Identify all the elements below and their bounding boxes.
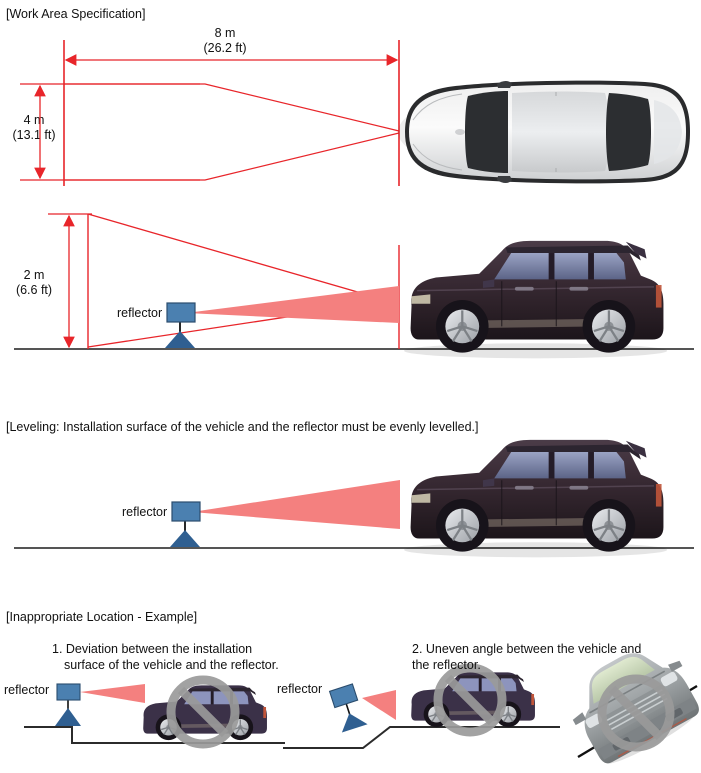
topview-coverage-upper-edge <box>64 83 400 132</box>
example2-text-line1: 2. Uneven angle between the vehicle and <box>412 642 642 656</box>
example2-reflector-beam <box>362 690 396 720</box>
example1-stepped-ground-line <box>24 726 285 744</box>
sideview-reflector-beam <box>186 286 399 323</box>
sideview-height-label-feet: (6.6 ft) <box>15 283 53 297</box>
example1-reflector-label: reflector <box>4 683 50 697</box>
topview-height-label-feet: (13.1 ft) <box>12 128 56 142</box>
section-title-work-area: [Work Area Specification] <box>6 7 146 21</box>
suv-side-view-section2 <box>404 240 668 359</box>
reflector-base <box>341 713 368 733</box>
reflector-panel <box>56 683 81 701</box>
sideview-coverage-upper-line <box>87 213 400 305</box>
example2-text-line2: the reflector. <box>412 658 481 672</box>
reflector-device-sideview <box>165 302 196 348</box>
prohibition-icon-example2 <box>433 663 507 737</box>
reflector-base <box>165 331 195 348</box>
topview-width-label-feet: (26.2 ft) <box>203 41 247 55</box>
suv-side-view-section3 <box>404 439 668 558</box>
leveling-reflector-beam <box>192 480 400 529</box>
example2-sloped-ground-line-left <box>283 726 447 749</box>
sedan-top-view <box>398 80 690 184</box>
wheel-front <box>435 300 489 353</box>
example1-reflector-beam <box>80 684 145 703</box>
reflector-base <box>55 708 81 726</box>
example1-text-line1: 1. Deviation between the installation <box>52 642 253 656</box>
section-title-leveling: [Leveling: Installation surface of the v… <box>6 420 479 434</box>
topview-coverage-lower-edge <box>64 132 400 181</box>
reflector-base <box>170 530 200 547</box>
topview-width-label-meters: 8 m <box>214 26 236 40</box>
prohibition-icon-example1 <box>166 675 240 749</box>
reflector-panel <box>171 501 201 522</box>
reflector-device-example2 <box>328 683 368 733</box>
reflector-device-leveling <box>170 501 201 547</box>
leveling-reflector-label: reflector <box>122 505 168 519</box>
reflector-panel <box>166 302 196 323</box>
section-title-inappropriate: [Inappropriate Location - Example] <box>6 610 198 624</box>
prohibition-icon-example2-front <box>597 674 675 752</box>
example1-text-line2: surface of the vehicle and the reflector… <box>64 658 279 672</box>
example2-reflector-label: reflector <box>277 682 323 696</box>
wheel-rear <box>582 300 636 353</box>
sideview-reflector-label: reflector <box>117 306 163 320</box>
reflector-panel <box>328 683 359 709</box>
sideview-height-label-meters: 2 m <box>23 268 45 282</box>
reflector-device-example1 <box>55 683 81 726</box>
